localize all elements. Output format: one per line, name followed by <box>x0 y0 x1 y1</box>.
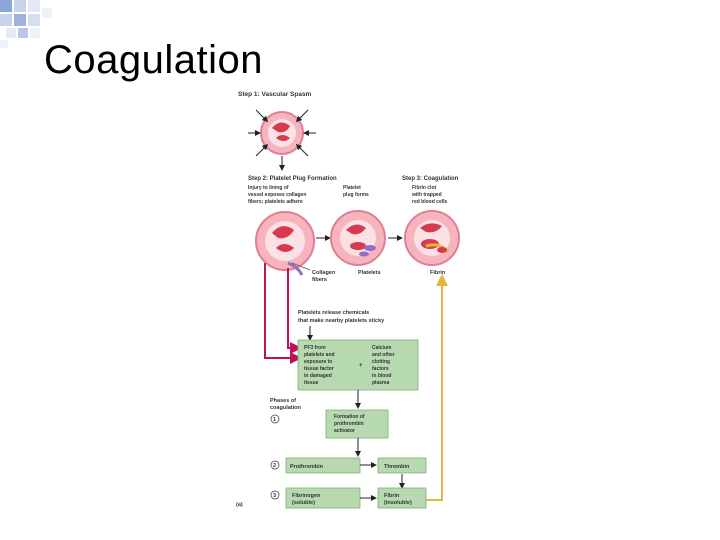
step3-label: Step 3: Coagulation <box>402 176 459 182</box>
yellow-arrow <box>420 274 448 501</box>
platelet-plug-diagram <box>330 210 386 266</box>
fibrin-box <box>377 487 427 509</box>
magenta-arrow-2 <box>287 268 302 354</box>
label-collagen: Collagen fibers <box>312 270 337 283</box>
release-text: Platelets release chemicals that make ne… <box>298 310 385 324</box>
prothrombin-text: Prothrombin <box>290 464 324 470</box>
prothrombin-activator-box <box>325 409 389 439</box>
green-left-text: PF3 from platelets and exposure to tissu… <box>304 345 336 386</box>
prothrombin-activator-text: Formation of prothrombin activator <box>334 414 366 434</box>
step2-desc-a: Injury to lining of vessel exposes colla… <box>248 185 308 205</box>
step2-label: Step 2: Platelet Plug Formation <box>248 176 337 182</box>
vessel-injury-diagram <box>255 211 315 276</box>
vessel-spasm-diagram <box>248 109 316 171</box>
coagulation-figure: Step 1: Vascular Spasm Step 2: Platelet … <box>236 91 460 509</box>
label-platelets: Platelets <box>358 270 381 276</box>
magenta-arrow <box>264 263 302 364</box>
fibrin-insoluble-text: Fibrin (insoluble) <box>384 493 412 506</box>
panel-letter: (a) <box>236 502 243 508</box>
phase-2-marker: 2 <box>273 463 276 469</box>
page-title: Coagulation <box>44 38 263 82</box>
phases-title: Phases of coagulation <box>270 398 302 411</box>
step1-label: Step 1: Vascular Spasm <box>238 91 312 98</box>
phase-3-marker: 3 <box>273 493 276 499</box>
fibrinogen-text: Fibrinogen (soluble) <box>292 493 322 506</box>
thrombin-text: Thrombin <box>384 464 410 470</box>
fibrin-clot-diagram <box>404 210 460 266</box>
thrombin-box <box>377 457 427 474</box>
phase-1-marker: 1 <box>273 417 276 423</box>
clotting-factors-box <box>297 339 419 391</box>
step2-desc-b: Platelet plug forms <box>343 185 369 198</box>
label-fibrin: Fibrin <box>430 270 446 276</box>
plus-sign: + <box>359 363 363 369</box>
green-right-text: Calcium and other clotting factors in bl… <box>372 345 396 386</box>
step3-desc: Fibrin clot with trapped red blood cells <box>411 185 448 205</box>
